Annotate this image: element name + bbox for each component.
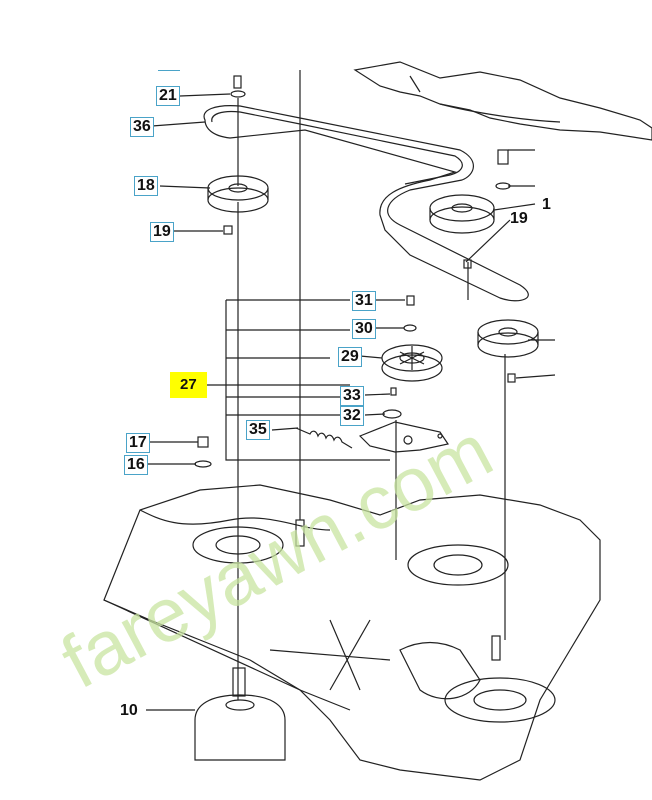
callout-16[interactable]: 16 <box>124 455 148 475</box>
nut-19-left <box>223 225 233 235</box>
callout-19[interactable]: 19 <box>150 222 174 242</box>
callout-19-right[interactable]: 19 <box>510 210 528 227</box>
spindle-10 <box>194 694 286 761</box>
callout-31[interactable]: 31 <box>352 291 376 311</box>
idler-arm <box>358 421 449 453</box>
mower-deck <box>103 484 601 781</box>
v-belt <box>203 105 529 302</box>
nut-17 <box>197 436 209 448</box>
callout-30[interactable]: 30 <box>352 319 376 339</box>
callout-21[interactable]: 21 <box>156 86 180 106</box>
callout-18[interactable]: 18 <box>134 176 158 196</box>
callout-32[interactable]: 32 <box>340 406 364 426</box>
callout-17[interactable]: 17 <box>126 433 150 453</box>
cut-label-top <box>158 70 180 73</box>
callout-35[interactable]: 35 <box>246 420 270 440</box>
callout-29[interactable]: 29 <box>338 347 362 367</box>
bolt-right <box>497 149 509 165</box>
callout-10[interactable]: 10 <box>120 702 138 719</box>
washer-21 <box>230 90 246 98</box>
callout-27[interactable]: 27 <box>170 372 207 398</box>
washer-16 <box>194 460 212 468</box>
bracket-part <box>353 61 652 141</box>
bolt-33 <box>390 387 397 396</box>
washer-30 <box>403 324 417 332</box>
callout-36[interactable]: 36 <box>130 117 154 137</box>
bolt-31 <box>406 295 415 306</box>
bolt-21 <box>233 75 242 89</box>
washer-32 <box>382 409 402 419</box>
pulley-right-upper <box>429 194 495 222</box>
nut-right <box>507 373 516 383</box>
callout-33[interactable]: 33 <box>340 386 364 406</box>
spring-35 <box>295 427 353 449</box>
callout-1[interactable]: 1 <box>542 196 551 213</box>
